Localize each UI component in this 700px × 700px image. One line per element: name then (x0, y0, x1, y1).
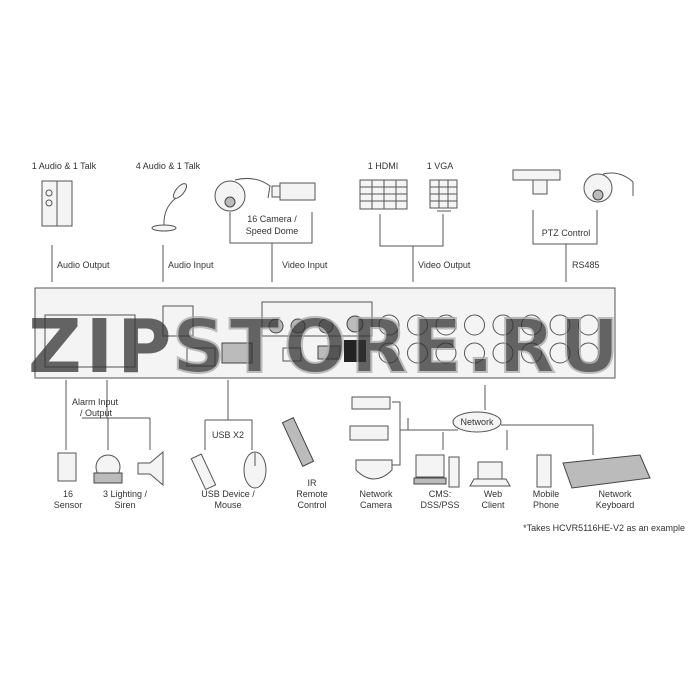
dvr-rear-panel (34, 287, 616, 379)
label-hdmi: 1 HDMI (368, 161, 399, 171)
bnc-connector (378, 342, 400, 364)
device-label: CMS: (429, 489, 452, 499)
device-label: Network (359, 489, 393, 499)
footnote: *Takes HCVR5116HE-V2 as an example (523, 523, 685, 533)
bnc-connector (549, 342, 571, 364)
device-label: Mobile (533, 489, 560, 499)
label-camera-1: 16 Camera / (247, 214, 297, 224)
device-label: Phone (533, 500, 559, 510)
speed-dome-icon (214, 178, 271, 212)
label-alarm-1: Alarm Input (72, 397, 119, 407)
label-alarm-2: / Output (80, 408, 113, 418)
label-ptz: PTZ Control (542, 228, 591, 238)
bnc-connector (407, 314, 428, 336)
laptop-icon (469, 461, 511, 487)
label-audio-talk-1: 1 Audio & 1 Talk (32, 161, 97, 171)
device-label: IR (308, 478, 318, 488)
cms-computer-icon (413, 454, 460, 488)
ptz-camera-icon (512, 169, 561, 195)
device-label: Siren (114, 500, 135, 510)
bnc-connector (492, 342, 514, 364)
watermark: ZIP STORE.RU (28, 303, 623, 391)
bnc-connector (521, 342, 542, 364)
bnc-connector (521, 314, 542, 336)
device-label: 3 Lighting / (103, 489, 148, 499)
label-rs485: RS485 (572, 260, 600, 270)
label-usb-x2: USB X2 (212, 430, 244, 440)
usb-drive-icon (190, 453, 217, 491)
bnc-connector (464, 314, 485, 336)
siren-icon (137, 450, 164, 487)
network-cloud-icon: Network (452, 411, 502, 433)
device-label: USB Device / (201, 489, 255, 499)
device-label: DSS/PSS (420, 500, 459, 510)
label-audio-output: Audio Output (57, 260, 110, 270)
device-label: Camera (360, 500, 392, 510)
mobile-phone-icon (536, 454, 552, 488)
bnc-connector (549, 314, 571, 336)
bnc-connector (492, 314, 514, 336)
device-label: 16 (63, 489, 73, 499)
bnc-connector (378, 314, 400, 336)
device-label: Mouse (214, 500, 241, 510)
sensor-icon (57, 452, 77, 482)
label-video-input: Video Input (282, 260, 328, 270)
bnc-connector (464, 342, 485, 364)
label-audio-talk-4: 4 Audio & 1 Talk (136, 161, 201, 171)
box-camera-icon (271, 182, 316, 201)
device-label: Control (297, 500, 326, 510)
device-label: Network (598, 489, 632, 499)
network-keyboard-icon (562, 454, 651, 489)
intercom-icon (41, 180, 73, 227)
device-label: Sensor (54, 500, 83, 510)
mouse-icon (243, 451, 267, 489)
bnc-connector (578, 342, 599, 364)
microphone-icon (151, 183, 188, 232)
network-camera-icon (349, 396, 393, 480)
label-video-output: Video Output (418, 260, 471, 270)
device-label: Keyboard (596, 500, 635, 510)
watermark-zip: ZIP (28, 304, 175, 390)
lighting-icon (93, 454, 123, 484)
device-label: Client (481, 500, 505, 510)
bnc-connectors (378, 314, 599, 364)
label-camera-2: Speed Dome (246, 226, 299, 236)
bnc-connector (435, 342, 457, 364)
ptz-dome-icon (583, 172, 634, 203)
label-audio-input: Audio Input (168, 260, 214, 270)
device-label: Web (484, 489, 502, 499)
label-network: Network (460, 417, 494, 427)
remote-control-icon (281, 417, 315, 467)
device-label: Remote (296, 489, 328, 499)
label-vga: 1 VGA (427, 161, 454, 171)
bnc-connector (578, 314, 599, 336)
hdmi-monitor-icon (359, 179, 408, 210)
bnc-connector (435, 314, 457, 336)
vga-monitor-icon (429, 179, 458, 212)
bnc-connector (407, 342, 428, 364)
watermark-store: STORE.RU (172, 304, 623, 390)
